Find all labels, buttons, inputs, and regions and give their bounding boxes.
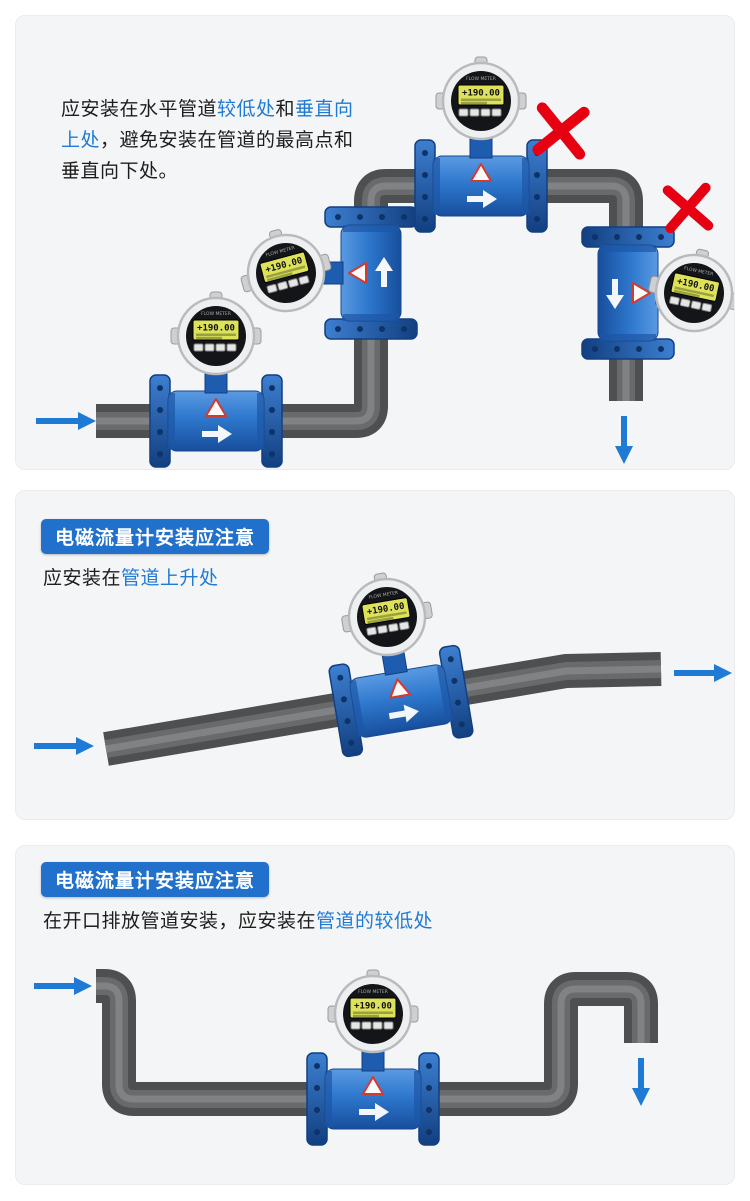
flowmeter (581, 226, 734, 360)
desc-segment: 应安装在 (43, 568, 122, 589)
flowmeter (325, 564, 475, 759)
notice-badge: 电磁流量计安装应注意 (41, 862, 270, 897)
red-x-icon (662, 182, 714, 234)
flowmeter (149, 290, 283, 468)
pipe (87, 969, 658, 1116)
flow-direction-arrow (674, 664, 732, 682)
flow-direction-arrow (632, 1058, 650, 1106)
flow-direction-arrow (34, 977, 92, 995)
panel3-description: 在开口排放管道安装，应安装在管道的较低处 (43, 906, 433, 937)
panel2-description: 应安装在管道上升处 (43, 563, 219, 594)
flowmeter (229, 206, 418, 340)
desc-segment-highlight: 管道上升处 (121, 568, 219, 589)
red-x-icon (532, 102, 590, 160)
flow-direction-arrow (615, 416, 633, 464)
desc-segment-highlight: 管道的较低处 (316, 911, 434, 932)
flow-direction-arrow (34, 737, 94, 755)
flowmeter (414, 55, 548, 233)
desc-segment: 在开口排放管道安装，应安装在 (43, 911, 317, 932)
desc-segment: 和 (275, 99, 296, 120)
desc-segment: ，避免安装在管道的最高点和垂直向下处。 (61, 130, 354, 182)
notice-badge: 电磁流量计安装应注意 (41, 519, 270, 554)
panel-open-discharge-install: 电磁流量计安装应注意 在开口排放管道安装，应安装在管道的较低处 (15, 845, 735, 1185)
panel-horizontal-vertical-install: 应安装在水平管道较低处和垂直向上处，避免安装在管道的最高点和垂直向下处。 (15, 15, 735, 470)
pipe (103, 652, 662, 766)
desc-segment-highlight: 垂直向上处 (61, 99, 354, 151)
flow-direction-arrow (36, 412, 96, 430)
panel-rising-pipe-install: 电磁流量计安装应注意 应安装在管道上升处 (15, 490, 735, 820)
desc-segment-highlight: 较低处 (217, 99, 276, 120)
desc-segment: 应安装在水平管道 (61, 99, 218, 120)
pipe (96, 169, 643, 438)
flowmeter (306, 968, 440, 1146)
panel1-description: 应安装在水平管道较低处和垂直向上处，避免安装在管道的最高点和垂直向下处。 (61, 94, 363, 187)
